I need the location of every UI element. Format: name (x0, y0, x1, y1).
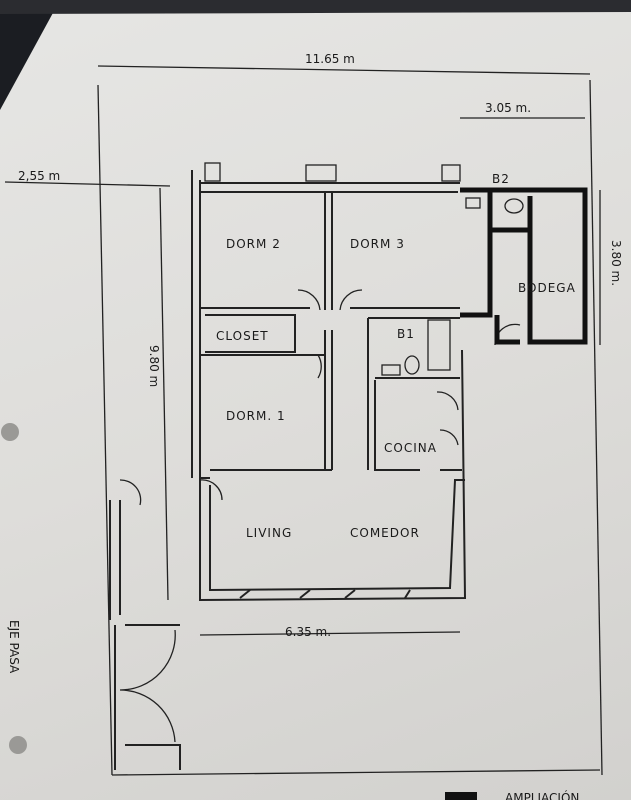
dim-depth: 9.80 m (147, 345, 161, 387)
room-comedor: COMEDOR (350, 526, 420, 540)
dim-total-width: 11.65 m (305, 52, 355, 66)
room-dorm3: DORM 3 (350, 237, 405, 251)
punch-hole (9, 736, 27, 754)
room-b1: B1 (397, 327, 415, 341)
side-note: EJE PASA (7, 620, 21, 674)
room-dorm1: DORM. 1 (226, 409, 286, 423)
bottom-note: AMPLIACIÓN (505, 790, 579, 800)
legend-swatch (445, 792, 477, 800)
door-swings (119, 162, 524, 743)
dim-annex-depth: 3.80 m. (609, 240, 623, 286)
room-dorm2: DORM 2 (226, 237, 281, 251)
background-corner (0, 0, 60, 110)
dim-left-offset: 2,55 m (18, 169, 60, 183)
dimension-lines (4, 65, 603, 776)
punch-hole (1, 423, 19, 441)
room-bodega: BODEGA (518, 281, 576, 295)
dim-front-width: 6.35 m. (285, 625, 331, 639)
room-cocina: COCINA (384, 441, 437, 455)
bodega-walls (460, 187, 588, 345)
room-closet: CLOSET (216, 329, 269, 343)
bodega-door-jamb (494, 315, 520, 345)
dim-annex-width: 3.05 m. (485, 101, 531, 115)
background-top (0, 0, 631, 14)
room-living: LIVING (246, 526, 292, 540)
walls (109, 170, 467, 770)
room-b2: B2 (492, 172, 510, 186)
